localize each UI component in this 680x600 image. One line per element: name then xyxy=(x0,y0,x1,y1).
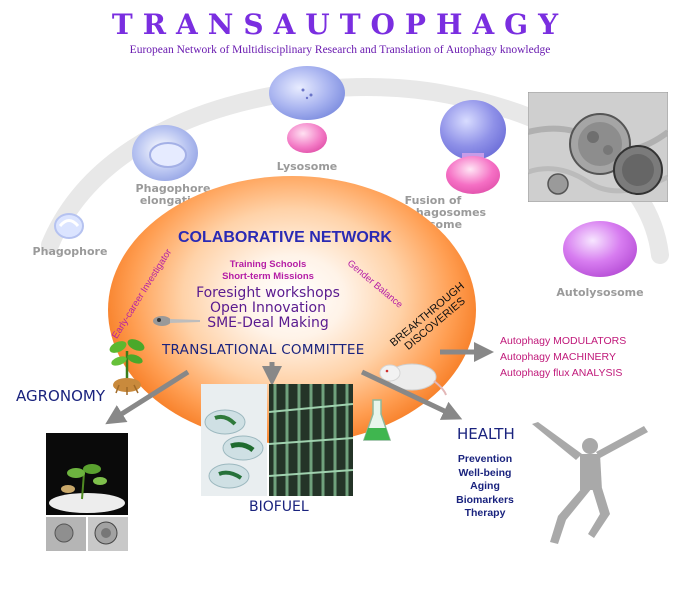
health-item: Biomarkers xyxy=(456,493,514,506)
autophagy-flux: Autophagy flux ANALYSIS xyxy=(500,367,623,379)
plant-icon xyxy=(109,339,145,395)
cell-top-blob-icon xyxy=(269,66,345,120)
autophagy-modulators: Autophagy MODULATORS xyxy=(500,335,627,347)
phagophore-icon xyxy=(54,213,84,239)
health-item: Therapy xyxy=(464,507,506,519)
health-item: Prevention xyxy=(457,453,513,465)
rat-icon xyxy=(379,363,447,396)
health-label: HEALTH xyxy=(457,425,515,443)
health-item: Aging xyxy=(470,480,500,492)
autophagy-machinery: Autophagy MACHINERY xyxy=(500,351,616,363)
translational-committee: TRANSLATIONAL COMMITTEE xyxy=(162,342,365,358)
foresight-workshops: Foresight workshops xyxy=(196,285,340,301)
autolysosome-icon xyxy=(563,221,637,277)
health-item: Well-being xyxy=(458,466,512,479)
fusion-icon xyxy=(440,100,506,194)
micrograph-image xyxy=(528,92,668,202)
sme-deal-making: SME-Deal Making xyxy=(207,315,329,331)
arrow-health xyxy=(360,369,463,420)
jumping-person-icon xyxy=(532,422,648,544)
zebrafish-icon xyxy=(153,316,200,326)
training-schools: Training Schools xyxy=(229,259,307,270)
agronomy-label: AGRONOMY xyxy=(16,387,105,405)
agronomy-image xyxy=(46,433,128,551)
short-term-missions: Short-term Missions xyxy=(222,271,314,282)
network-title: COLABORATIVE NETWORK xyxy=(178,229,392,246)
health-list: Prevention Well-being Aging Biomarkers T… xyxy=(440,453,530,521)
page-title: TRANSAUTOPHAGY xyxy=(111,8,569,41)
phagophore-label: Phagophore xyxy=(32,245,108,258)
page-subtitle: European Network of Multidisciplinary Re… xyxy=(129,44,551,56)
lysosome-icon xyxy=(287,123,327,153)
biofuel-label: BIOFUEL xyxy=(249,499,309,515)
phagophore-elongation-icon xyxy=(132,125,198,181)
flask-icon xyxy=(362,399,392,441)
biofuel-image xyxy=(201,384,353,496)
arrow-agronomy xyxy=(105,369,190,425)
lysosome-label: Lysosome xyxy=(276,160,338,173)
autolysosome-label: Autolysosome xyxy=(556,286,644,299)
open-innovation: Open Innovation xyxy=(210,300,326,316)
